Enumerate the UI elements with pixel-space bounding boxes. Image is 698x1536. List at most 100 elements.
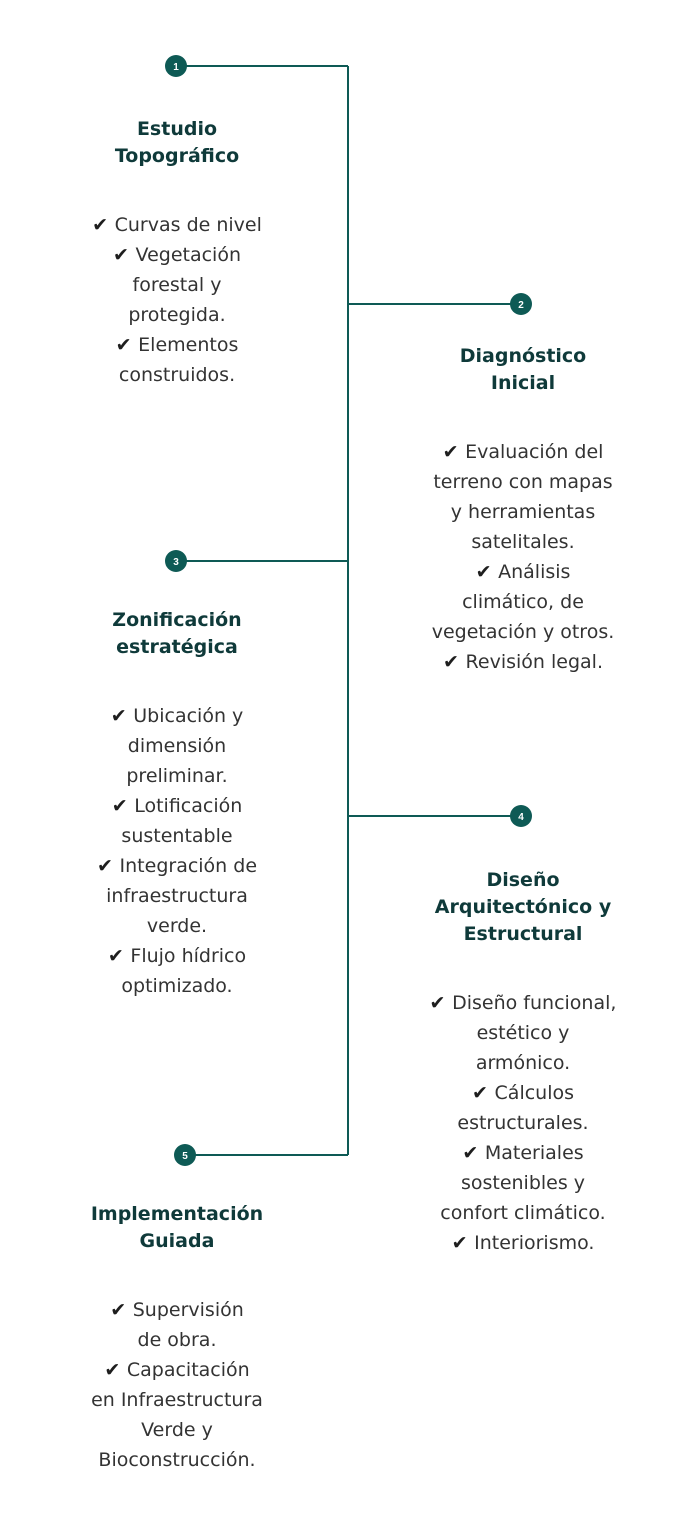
item-line: ✔ Integración de <box>55 851 299 881</box>
check-icon: ✔ <box>113 244 136 266</box>
item-text: Vegetación <box>135 244 241 266</box>
item-text: Supervisión <box>132 1299 244 1321</box>
check-icon: ✔ <box>443 651 466 673</box>
item-text: Interiorismo. <box>474 1232 595 1254</box>
item-line: ✔ Lotificación <box>55 791 299 821</box>
step-title-line: Diagnóstico <box>459 345 587 367</box>
item-line: preliminar. <box>55 761 299 791</box>
item-text: Evaluación del <box>465 441 604 463</box>
check-icon: ✔ <box>107 945 131 967</box>
check-icon: ✔ <box>442 441 466 463</box>
item-line: ✔ Interiorismo. <box>408 1228 638 1258</box>
step-items: ✔ Diseño funcional, estético y armónico. ✔ … <box>408 988 638 1258</box>
item-line: ✔ Materiales <box>408 1138 638 1168</box>
check-icon: ✔ <box>462 1142 485 1164</box>
check-icon: ✔ <box>471 1082 495 1104</box>
item-line: ✔ Flujo hídrico <box>55 941 299 971</box>
item-line: ✔ Revisión legal. <box>408 647 638 677</box>
item-line: ✔ Análisis <box>408 557 638 587</box>
check-icon: ✔ <box>92 214 115 236</box>
check-icon: ✔ <box>451 1232 475 1254</box>
item-text: Ubicación y <box>133 705 244 727</box>
step-title-line: Inicial <box>490 372 556 394</box>
item-text: vegetación y otros. <box>431 621 615 643</box>
item-text: verde. <box>146 915 208 937</box>
step-title-line: Guiada <box>139 1230 215 1252</box>
item-line: ✔ Diseño funcional, <box>408 988 638 1018</box>
item-line: confort climático. <box>408 1198 638 1228</box>
item-text: en Infraestructura <box>91 1389 263 1411</box>
item-line: estético y <box>408 1018 638 1048</box>
item-text: optimizado. <box>121 975 233 997</box>
item-text: y herramientas <box>450 501 596 523</box>
item-line: Bioconstrucción. <box>55 1445 299 1475</box>
check-icon: ✔ <box>110 705 134 727</box>
item-line: ✔ Curvas de nivel <box>55 210 299 240</box>
check-icon: ✔ <box>475 561 499 583</box>
item-line: sustentable <box>55 821 299 851</box>
item-text: Materiales <box>484 1142 584 1164</box>
item-text: confort climático. <box>440 1202 606 1224</box>
item-text: estructurales. <box>457 1112 589 1134</box>
step-title-line: Diseño <box>486 869 560 891</box>
item-text: estético y <box>476 1022 570 1044</box>
item-line: ✔ Cálculos <box>408 1078 638 1108</box>
item-line: protegida. <box>55 300 299 330</box>
check-icon: ✔ <box>96 855 120 877</box>
item-line: vegetación y otros. <box>408 617 638 647</box>
step-title-line: Implementación <box>90 1203 264 1225</box>
step-marker-number: 3 <box>173 557 179 568</box>
step-marker-4: 4 <box>510 805 532 827</box>
item-line: construidos. <box>55 360 299 390</box>
step-marker-5: 5 <box>174 1144 196 1166</box>
item-text: Integración de <box>119 855 258 877</box>
item-text: forestal y <box>132 274 222 296</box>
item-line: armónico. <box>408 1048 638 1078</box>
step-marker-number: 1 <box>173 62 179 73</box>
item-line: verde. <box>55 911 299 941</box>
item-line: ✔ Vegetación <box>55 240 299 270</box>
item-text: de obra. <box>137 1329 217 1351</box>
item-line: climático, de <box>408 587 638 617</box>
item-line: sostenibles y <box>408 1168 638 1198</box>
item-text: armónico. <box>475 1052 571 1074</box>
item-text: Lotificación <box>134 795 243 817</box>
check-icon: ✔ <box>104 1359 127 1381</box>
item-text: protegida. <box>128 304 226 326</box>
item-text: infraestructura <box>106 885 248 907</box>
item-line: dimensión <box>55 731 299 761</box>
check-icon: ✔ <box>115 334 139 356</box>
check-icon: ✔ <box>110 1299 133 1321</box>
step-marker-number: 4 <box>518 812 524 823</box>
item-line: de obra. <box>55 1325 299 1355</box>
step-title-line: estratégica <box>116 636 238 658</box>
item-line: forestal y <box>55 270 299 300</box>
item-line: estructurales. <box>408 1108 638 1138</box>
step-marker-3: 3 <box>165 550 187 572</box>
step-title-line: Estructural <box>463 923 583 945</box>
step-marker-1: 1 <box>165 55 187 77</box>
item-text: Cálculos <box>494 1082 575 1104</box>
item-line: y herramientas <box>408 497 638 527</box>
item-line: ✔ Elementos <box>55 330 299 360</box>
item-line: infraestructura <box>55 881 299 911</box>
item-text: Curvas de nivel <box>114 214 262 236</box>
item-text: Revisión legal. <box>465 651 603 673</box>
item-text: Flujo hídrico <box>130 945 247 967</box>
item-line: satelitales. <box>408 527 638 557</box>
item-text: sustentable <box>121 825 233 847</box>
step-marker-2: 2 <box>510 293 532 315</box>
